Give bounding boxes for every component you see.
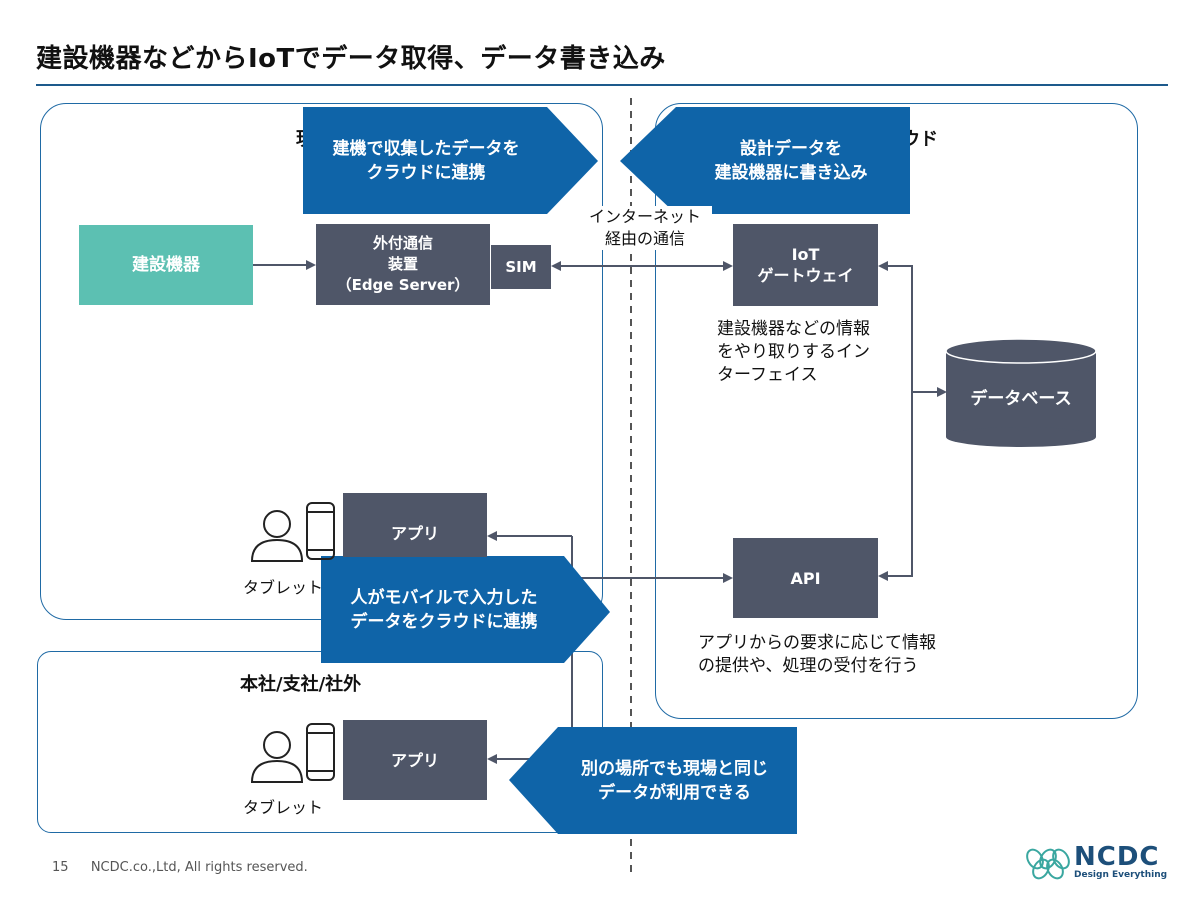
internet-label-line2: 経由の通信: [604, 229, 685, 248]
title-underline: [36, 84, 1168, 86]
callout-shared-data: 別の場所でも現場と同じ データが利用できる: [552, 727, 797, 834]
gateway-description-line2: をやり取りするイン: [717, 342, 870, 362]
iot-gateway-box: IoT ゲートウェイ: [733, 224, 878, 306]
tablet-icon-site: [306, 502, 335, 560]
cloud-region: [655, 103, 1138, 719]
edge-device-line2: 装置: [387, 255, 418, 273]
callout-design-to-machine-line1: 設計データを: [740, 138, 842, 159]
tablet-icon-office: [306, 723, 335, 781]
person-icon-office: [250, 731, 304, 783]
iot-gateway-line2: ゲートウェイ: [757, 266, 854, 285]
api-description-line2: の提供や、処理の受付を行う: [698, 656, 919, 676]
logo-name: NCDC: [1074, 842, 1160, 872]
iot-gateway-line1: IoT: [791, 245, 820, 264]
callout-shape-mobile-to-cloud: [321, 556, 610, 663]
database-cylinder: [945, 338, 1097, 447]
database-label: データベース: [970, 389, 1072, 409]
edge-device-line1: 外付通信: [372, 234, 433, 252]
ncdc-logo-mark: [1026, 848, 1070, 880]
tablet-site-label: タブレット: [243, 578, 324, 597]
callout-shape-design-to-machine: [620, 107, 910, 214]
gateway-db-connector: [880, 265, 913, 577]
internet-label: インターネット 経由の通信: [578, 206, 712, 250]
edge-device-box: 外付通信 装置 （Edge Server）: [316, 224, 490, 305]
page-number: 15: [52, 860, 69, 875]
logo-tagline: Design Everything: [1074, 870, 1168, 880]
callout-mobile-to-cloud-line2: データをクラウドに連携: [350, 611, 538, 632]
footer: 15 NCDC.co.,Ltd, All rights reserved.: [52, 860, 308, 875]
app-office-label: アプリ: [390, 751, 439, 770]
callout-mobile-to-cloud: 人がモバイルで入力した データをクラウドに連携: [321, 556, 567, 663]
gateway-description: 建設機器などの情報 をやり取りするイン ターフェイス: [717, 318, 870, 387]
office-region-label: 本社/支社/社外: [240, 674, 362, 695]
tablet-office-label: タブレット: [243, 798, 324, 817]
app-office-box: アプリ: [343, 720, 487, 800]
callout-machine-to-cloud-line1: 建機で収集したデータを: [332, 138, 520, 159]
internet-label-line1: インターネット: [588, 207, 701, 226]
app-site-box: アプリ: [343, 493, 487, 557]
callout-mobile-to-cloud-line1: 人がモバイルで入力した: [350, 587, 538, 608]
gateway-description-line3: ターフェイス: [717, 365, 818, 385]
sim-box: SIM: [490, 245, 551, 289]
copyright-text: NCDC.co.,Ltd, All rights reserved.: [90, 860, 308, 875]
callout-design-to-machine: 設計データを 建設機器に書き込み: [672, 107, 910, 214]
api-box: API: [733, 538, 878, 618]
callout-machine-to-cloud: 建機で収集したデータを クラウドに連携: [303, 107, 549, 214]
callout-shape-shared-data: [509, 727, 797, 834]
callout-shape-machine-to-cloud: [303, 107, 598, 214]
edge-device-line3: （Edge Server）: [336, 276, 470, 294]
api-description: アプリからの要求に応じて情報 の提供や、処理の受付を行う: [698, 632, 936, 678]
callout-machine-to-cloud-line2: クラウドに連携: [366, 162, 486, 183]
construction-machine-box: 建設機器: [79, 225, 253, 305]
api-description-line1: アプリからの要求に応じて情報: [698, 633, 936, 653]
ncdc-logo: NCDC Design Everything: [1074, 844, 1167, 881]
page-title: 建設機器などからIoTでデータ取得、データ書き込み: [36, 44, 666, 74]
gateway-description-line1: 建設機器などの情報: [717, 319, 870, 339]
app-site-label: アプリ: [390, 524, 439, 543]
callout-shared-data-line2: データが利用できる: [598, 782, 751, 803]
callout-shared-data-line1: 別の場所でも現場と同じ: [581, 758, 768, 779]
person-icon-site: [250, 510, 304, 562]
callout-design-to-machine-line2: 建設機器に書き込み: [714, 162, 868, 183]
